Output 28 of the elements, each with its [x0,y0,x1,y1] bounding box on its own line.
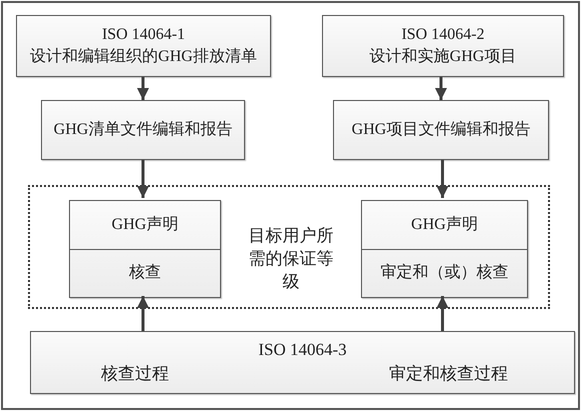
node-text: ISO 14064-2 [401,25,485,46]
arrow [137,77,149,100]
node-text: 核查过程 [101,364,169,384]
statement-box [69,200,221,298]
node-text: GHG项目文件编辑和报告 [352,120,530,140]
node-text: GHG声明 [112,214,178,235]
arrow [137,160,149,198]
process-box [16,15,271,77]
node-text: 核查 [129,262,161,284]
node-text: GHG清单文件编辑和报告 [54,120,232,140]
node-text: 审定和（或）核查 [380,262,508,284]
process-box [30,331,575,394]
node-text: GHG声明 [411,214,478,235]
process-box [322,15,564,77]
node-text: 设计和编辑组织的GHG排放清单 [30,46,257,67]
node-text: 审定和核查过程 [389,364,508,384]
node-text: 设计和实施GHG项目 [370,46,516,67]
process-box [333,100,549,160]
arrow [137,296,149,331]
arrow [436,296,448,331]
node-text: 目标用户所需的保证等级 [248,225,335,293]
node-text: ISO 14064-3 [257,340,348,360]
arrow [435,77,447,100]
node-text: ISO 14064-1 [102,25,186,46]
statement-box [361,200,528,298]
dashed-region [28,185,550,309]
process-box [41,100,245,160]
arrow [436,160,448,198]
